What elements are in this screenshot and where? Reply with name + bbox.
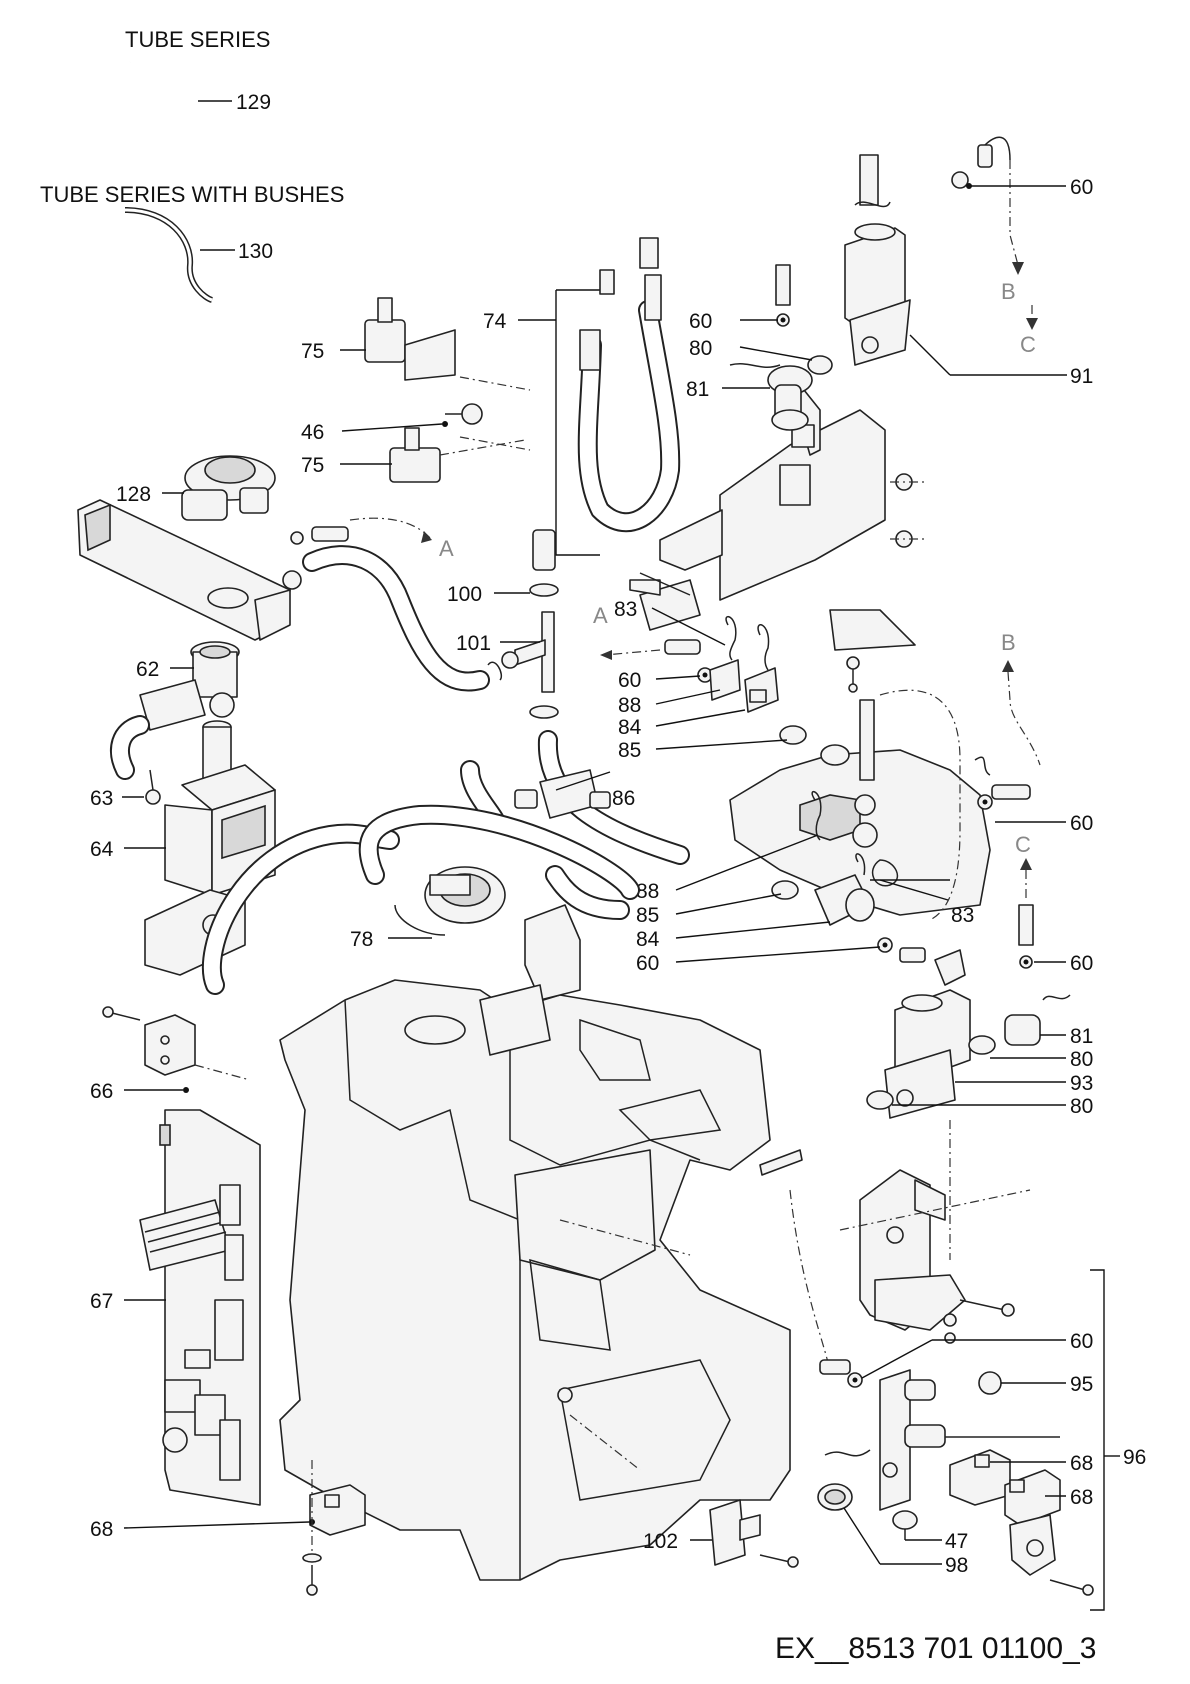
callout-86: 86: [612, 787, 635, 810]
tube-series-129: 129: [129, 60, 271, 151]
callout-80-3: 80: [1070, 1095, 1093, 1118]
callout-80-1: 80: [689, 337, 712, 360]
callout-68-3: 68: [90, 1518, 113, 1541]
holder-bracket: [839, 1169, 1031, 1344]
boiler-78: 78: [350, 866, 506, 951]
callout-85-2: 85: [636, 904, 659, 927]
main-frame: [279, 904, 831, 1581]
callout-84-1: 84: [618, 716, 642, 739]
callout-75-lower: 75: [301, 454, 324, 477]
callout-98: 98: [945, 1554, 968, 1577]
callout-95: 95: [1070, 1373, 1093, 1396]
connector-c-mid: C 60: [1015, 832, 1093, 975]
elbow-81-top: 60 80 81: [686, 264, 833, 431]
callout-83-1: 83: [614, 598, 637, 621]
solenoid-valve-93: 81 80 93 80: [866, 989, 1093, 1260]
callout-64: 64: [90, 838, 114, 861]
callout-63: 63: [90, 787, 113, 810]
document-id: EX__8513 701 01100_3: [775, 1632, 1096, 1665]
connector-label-a-top: A: [439, 536, 454, 561]
clips-lower-group: 88 85 84 60 83: [636, 790, 974, 986]
heading-tube-series: TUBE SERIES: [125, 27, 270, 52]
callout-60-1: 60: [689, 310, 712, 333]
callout-85-1: 85: [618, 739, 641, 762]
connector-label-c-top: C: [1020, 332, 1036, 357]
connector-label-b-mid: B: [1001, 630, 1016, 655]
callout-62: 62: [136, 658, 159, 681]
solenoid-valve-91: 91: [844, 154, 1093, 388]
callout-46: 46: [301, 421, 324, 444]
control-board-67: 67: [90, 1109, 261, 1506]
boiler-bracket: [459, 376, 925, 693]
heating-element-74: 74: [483, 237, 681, 556]
callout-83-2: 83: [951, 904, 974, 927]
callout-47: 47: [945, 1530, 968, 1553]
callout-60-5: 60: [1070, 1330, 1093, 1353]
callout-74: 74: [483, 310, 507, 333]
callout-96: 96: [1123, 1446, 1146, 1469]
callout-60-r: 60: [1070, 812, 1093, 835]
connector-b-mid: B 60: [974, 630, 1093, 835]
callout-81-1: 81: [686, 378, 709, 401]
callout-75-upper: 75: [301, 340, 324, 363]
connector-label-a-mid: A: [593, 603, 608, 628]
callout-80-2: 80: [1070, 1048, 1093, 1071]
callout-78: 78: [350, 928, 373, 951]
callout-93: 93: [1070, 1072, 1093, 1095]
callout-84-2: 84: [636, 928, 660, 951]
callout-68-1: 68: [1070, 1452, 1093, 1475]
microswitch-75-lower: 75: [301, 427, 526, 483]
microswitch-68-bottom: 68: [90, 1460, 366, 1596]
callout-91: 91: [1070, 365, 1093, 388]
heading-tube-series-bushes: TUBE SERIES WITH BUSHES: [40, 182, 344, 207]
callout-60-3: 60: [636, 952, 659, 975]
flowmeter-128: 128: [116, 455, 276, 521]
connector-label-b-top: B: [1001, 279, 1016, 304]
tube-series-130: 130: [124, 207, 273, 303]
callout-100: 100: [447, 583, 482, 606]
connector-label-c-mid: C: [1015, 832, 1031, 857]
callout-60-4: 60: [1070, 952, 1093, 975]
callout-66: 66: [90, 1080, 113, 1103]
sensor-cable-60: 60: [951, 136, 1093, 275]
microswitch-75-upper: 75: [301, 297, 456, 381]
drip-tray-cover: [77, 499, 291, 641]
callout-88-1: 88: [618, 694, 641, 717]
holder-66: 66: [90, 1006, 251, 1103]
fitting-to-a: [282, 526, 349, 590]
callout-102: 102: [643, 1530, 678, 1553]
callout-129: 129: [236, 91, 271, 114]
callout-128: 128: [116, 483, 151, 506]
callout-81-2: 81: [1070, 1025, 1093, 1048]
clip-102: 102: [643, 1499, 799, 1568]
callout-68-2: 68: [1070, 1486, 1093, 1509]
valve-manifold: [729, 689, 991, 921]
callout-67: 67: [90, 1290, 113, 1313]
callout-60-top: 60: [1070, 176, 1093, 199]
valve-assembly-62: 62: [110, 641, 240, 780]
callout-101: 101: [456, 632, 491, 655]
callout-60-2: 60: [618, 669, 641, 692]
bracket-clips-83-88: A 60 83 88 84 85: [593, 598, 807, 762]
callout-88-2: 88: [636, 880, 659, 903]
filter-86: 86: [514, 769, 635, 819]
callout-130: 130: [238, 240, 273, 263]
outlet-assembly-96: 96 60 95 68 68 98: [817, 1269, 1146, 1611]
part-63: 63: [90, 769, 161, 810]
knob-46: 46: [301, 403, 483, 444]
tee-fitting-101: 100 101: [447, 529, 559, 719]
